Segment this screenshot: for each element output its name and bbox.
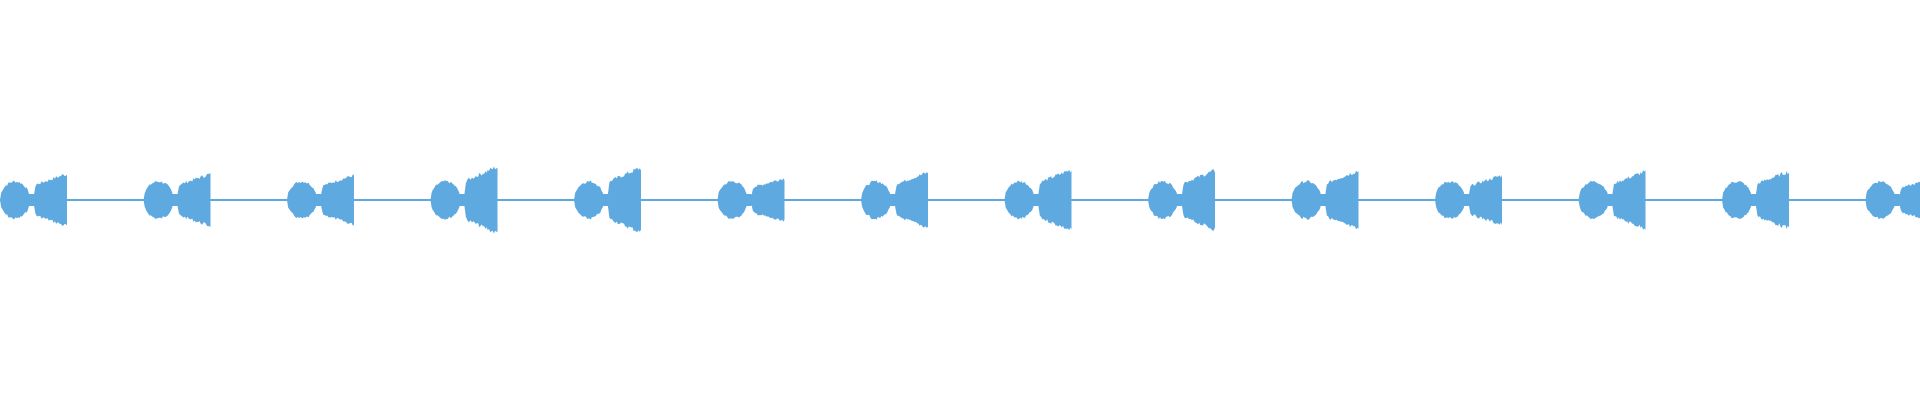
burst-large bbox=[320, 174, 354, 226]
burst-group bbox=[1865, 180, 1920, 220]
burst-small bbox=[1004, 180, 1035, 220]
burst-large bbox=[894, 172, 928, 228]
burst-small bbox=[143, 180, 174, 220]
burst-small bbox=[1291, 180, 1322, 220]
burst-bridge bbox=[1319, 194, 1326, 206]
burst-group bbox=[143, 173, 211, 227]
burst-small bbox=[430, 180, 461, 220]
burst-bridge bbox=[171, 194, 178, 206]
burst-large bbox=[176, 173, 211, 227]
burst-small bbox=[1148, 180, 1178, 220]
burst-bridge bbox=[745, 194, 752, 206]
burst-group bbox=[1004, 169, 1072, 231]
burst-large bbox=[1611, 170, 1646, 230]
burst-small bbox=[861, 180, 891, 220]
burst-bridge bbox=[28, 194, 34, 206]
burst-bridge bbox=[1893, 194, 1900, 206]
burst-small bbox=[1578, 180, 1609, 220]
burst-bridge bbox=[1750, 194, 1756, 206]
burst-bridge bbox=[1606, 194, 1613, 206]
waveform-bursts bbox=[0, 166, 1920, 234]
burst-bridge bbox=[1463, 194, 1469, 206]
burst-large bbox=[750, 178, 785, 222]
burst-group bbox=[1578, 170, 1646, 230]
burst-large bbox=[607, 168, 641, 232]
burst-large bbox=[1181, 169, 1215, 231]
burst-small bbox=[0, 180, 30, 220]
burst-group bbox=[0, 174, 67, 226]
burst-group bbox=[574, 168, 641, 232]
burst-small bbox=[1435, 181, 1465, 219]
burst-group bbox=[717, 178, 785, 222]
burst-large bbox=[1755, 171, 1789, 229]
burst-small bbox=[574, 180, 604, 220]
burst-group bbox=[1722, 171, 1789, 229]
burst-group bbox=[1148, 169, 1215, 231]
burst-large bbox=[463, 166, 498, 234]
burst-small bbox=[1722, 181, 1752, 219]
burst-small bbox=[287, 181, 317, 219]
burst-small bbox=[1865, 180, 1896, 220]
burst-group bbox=[430, 166, 498, 234]
burst-large bbox=[1468, 175, 1502, 225]
burst-group bbox=[1291, 170, 1359, 230]
burst-large bbox=[1324, 170, 1359, 230]
burst-group bbox=[1435, 175, 1502, 225]
burst-large bbox=[33, 174, 67, 226]
burst-large bbox=[1037, 169, 1072, 231]
burst-group bbox=[287, 174, 354, 226]
burst-bridge bbox=[602, 194, 608, 206]
burst-bridge bbox=[315, 194, 321, 206]
burst-large bbox=[1898, 181, 1920, 219]
burst-bridge bbox=[1032, 194, 1039, 206]
burst-bridge bbox=[889, 194, 895, 206]
burst-group bbox=[861, 172, 928, 228]
burst-small bbox=[717, 181, 748, 219]
burst-bridge bbox=[1176, 194, 1182, 206]
burst-bridge bbox=[458, 194, 465, 206]
